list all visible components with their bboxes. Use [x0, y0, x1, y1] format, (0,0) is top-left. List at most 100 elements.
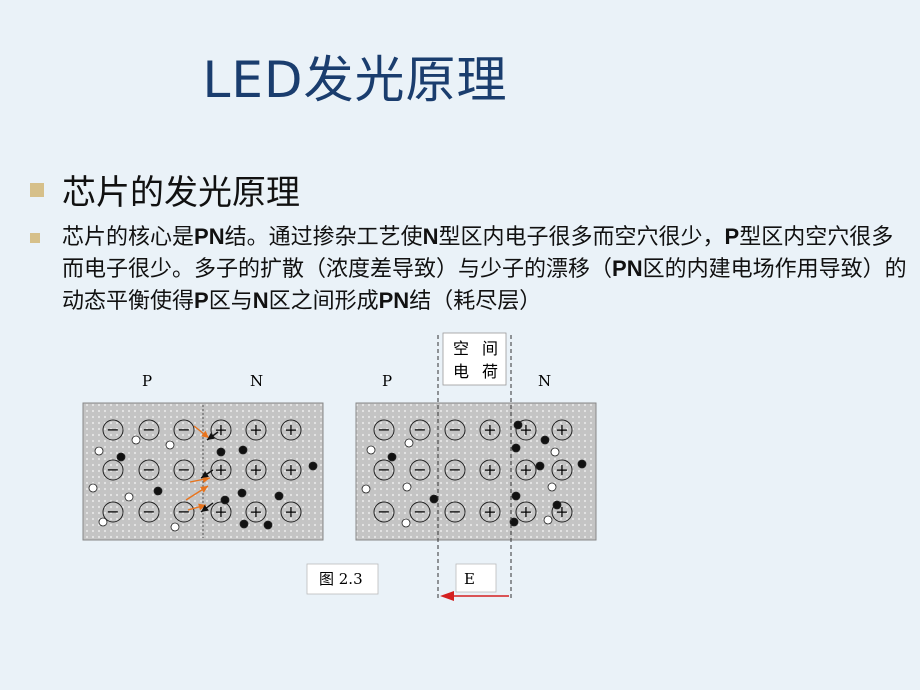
acceptor-ion-sign: − [377, 460, 390, 479]
paragraph-segment: PN [194, 224, 225, 249]
paragraph-segment: PN [378, 288, 410, 313]
paragraph-segment: N [252, 288, 269, 313]
acceptor-ion-ring [102, 459, 124, 481]
hole [88, 483, 98, 493]
donor-ion-ring [245, 419, 267, 441]
heading-bullet [30, 183, 44, 197]
hole [94, 446, 104, 456]
acceptor-ion-ring [373, 459, 395, 481]
acceptor-ion-ring [173, 501, 195, 523]
hole [366, 445, 376, 455]
electron [238, 445, 248, 455]
donor-ion-sign: + [555, 460, 568, 479]
donor-ion-ring [551, 419, 573, 441]
electron [513, 420, 523, 430]
acceptor-ion-sign: − [413, 460, 426, 479]
acceptor-ion-sign: − [448, 460, 461, 479]
field-label-box [455, 563, 497, 593]
acceptor-ion-ring [102, 501, 124, 523]
carrier-motion-arrowhead [198, 503, 206, 511]
acceptor-ion-ring [409, 501, 431, 523]
electron [535, 461, 545, 471]
donor-ion-ring [479, 459, 501, 481]
donor-ion-sign: + [214, 502, 227, 521]
donor-ion-ring [479, 501, 501, 523]
donor-ion-sign: + [249, 502, 262, 521]
donor-ion-sign: + [483, 502, 496, 521]
donor-ion-sign: + [249, 420, 262, 439]
donor-ion-sign: + [519, 460, 532, 479]
carrier-motion-arrowhead [201, 471, 209, 478]
acceptor-ion-sign: − [448, 502, 461, 521]
field-label: E [464, 570, 475, 588]
electron [274, 491, 284, 501]
paragraph-bullet [30, 233, 40, 243]
electron [153, 486, 163, 496]
electron [511, 443, 521, 453]
section-heading: 芯片的发光原理 [62, 173, 300, 213]
left-panel: P N −−−−−−−−−+++++++++ [82, 372, 324, 541]
hole [170, 522, 180, 532]
slide-title: LED发光原理 [202, 51, 508, 109]
electron [216, 447, 226, 457]
hole [165, 440, 175, 450]
hole [98, 517, 108, 527]
electron [509, 517, 519, 527]
acceptor-ion-sign: − [177, 460, 190, 479]
figure-caption-box [306, 563, 379, 595]
hole [404, 438, 414, 448]
acceptor-ion-sign: − [377, 420, 390, 439]
hole [550, 447, 560, 457]
electron [308, 461, 318, 471]
donor-ion-ring [245, 459, 267, 481]
acceptor-ion-ring [138, 501, 160, 523]
donor-ion-sign: + [214, 420, 227, 439]
acceptor-ion-ring [409, 419, 431, 441]
donor-ion-sign: + [519, 502, 532, 521]
electron [577, 459, 587, 469]
donor-ion-sign: + [284, 420, 297, 439]
hole [124, 492, 134, 502]
acceptor-ion-ring [373, 501, 395, 523]
acceptor-ion-sign: − [106, 460, 119, 479]
electron [540, 435, 550, 445]
space-charge-char-3: 电 [453, 362, 469, 381]
right-p-label: P [382, 372, 392, 390]
donor-ion-ring [515, 419, 537, 441]
acceptor-ion-sign: − [377, 502, 390, 521]
hole [547, 482, 557, 492]
acceptor-ion-ring [138, 419, 160, 441]
electron [237, 488, 247, 498]
acceptor-ion-sign: − [142, 502, 155, 521]
electron [220, 495, 230, 505]
acceptor-ion-ring [444, 419, 466, 441]
paragraph-segment: P [194, 288, 209, 313]
hole [543, 515, 553, 525]
paragraph-segment: 结（耗尽层） [409, 289, 542, 314]
paragraph-segment: 区之间形成 [268, 289, 379, 314]
donor-ion-sign: + [284, 460, 297, 479]
acceptor-ion-sign: − [142, 420, 155, 439]
donor-ion-ring [280, 419, 302, 441]
left-n-label: N [250, 372, 263, 390]
carrier-motion-arrowhead [201, 504, 209, 512]
donor-ion-sign: + [214, 460, 227, 479]
hole [361, 484, 371, 494]
acceptor-ion-sign: − [413, 502, 426, 521]
carrier-motion-arrowhead [200, 486, 208, 493]
body-paragraph: 芯片的核心是PN结。通过掺杂工艺使N型区内电子很多而空穴很少，P型区内空穴很多而… [62, 221, 912, 317]
acceptor-ion-ring [373, 419, 395, 441]
space-charge-char-4: 荷 [482, 362, 498, 381]
donor-ion-sign: + [555, 420, 568, 439]
acceptor-ion-sign: − [448, 420, 461, 439]
donor-ion-ring [280, 459, 302, 481]
acceptor-ion-sign: − [106, 420, 119, 439]
donor-ion-sign: + [249, 460, 262, 479]
carrier-motion-arrowhead [207, 432, 215, 440]
acceptor-ion-ring [173, 459, 195, 481]
donor-ion-ring [551, 501, 573, 523]
donor-ion-sign: + [284, 502, 297, 521]
hole [401, 518, 411, 528]
donor-ion-ring [280, 501, 302, 523]
